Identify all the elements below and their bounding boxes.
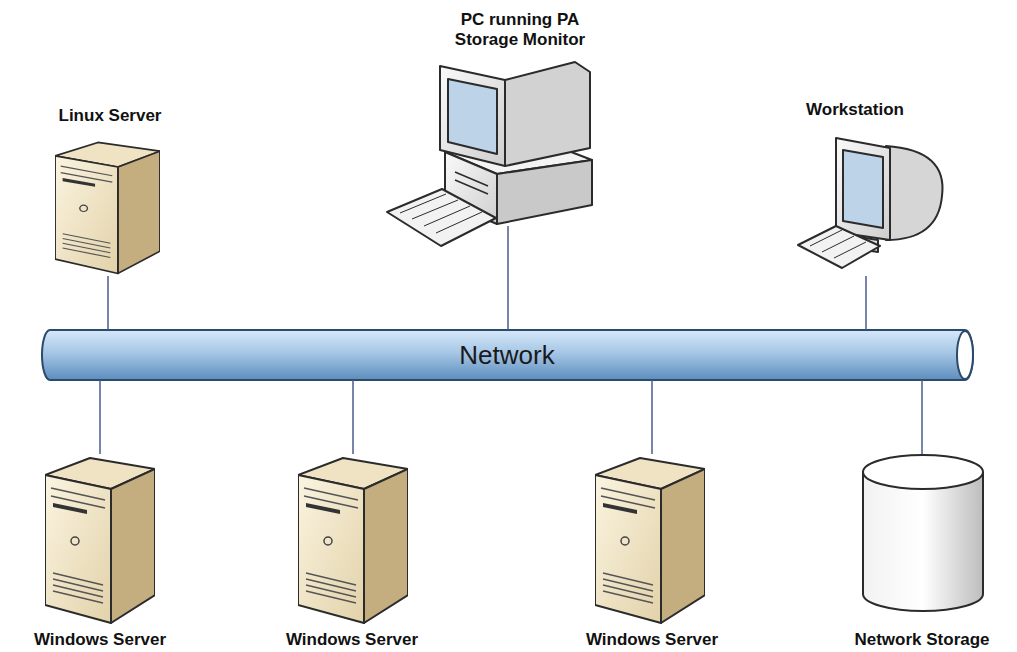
workstation-computer: [798, 138, 943, 268]
server-tower: [298, 458, 408, 623]
device-label: Linux Server: [59, 106, 162, 126]
device-node: Linux Server: [40, 106, 180, 276]
desktop-pc: [387, 62, 592, 246]
server-tower: [45, 458, 155, 623]
server-tower: [55, 142, 160, 273]
network-link: [107, 276, 109, 330]
device-label: PC running PA Storage Monitor: [433, 10, 608, 50]
network-label: Network: [459, 341, 554, 370]
device-node: PC running PA Storage Monitor: [380, 10, 660, 226]
network-link: [921, 380, 923, 454]
server-tower: [595, 458, 705, 623]
network-link: [352, 380, 354, 454]
device-node: Windows Server: [272, 454, 432, 650]
device-node: Windows Server: [572, 454, 732, 650]
device-node: Network Storage: [842, 454, 1002, 650]
network-band: Network: [42, 330, 972, 380]
device-label: Windows Server: [586, 630, 718, 650]
device-node: Windows Server: [20, 454, 180, 650]
device-label: Windows Server: [286, 630, 418, 650]
device-label: Workstation: [806, 100, 904, 120]
network-pipe: [42, 330, 973, 380]
network-link: [651, 380, 653, 454]
network-link: [507, 226, 509, 330]
network-link: [865, 276, 867, 330]
network-link: [99, 380, 101, 454]
device-label: Network Storage: [854, 630, 989, 650]
device-node: Workstation: [790, 100, 920, 276]
device-label: Windows Server: [34, 630, 166, 650]
storage-cylinder: [863, 455, 983, 611]
